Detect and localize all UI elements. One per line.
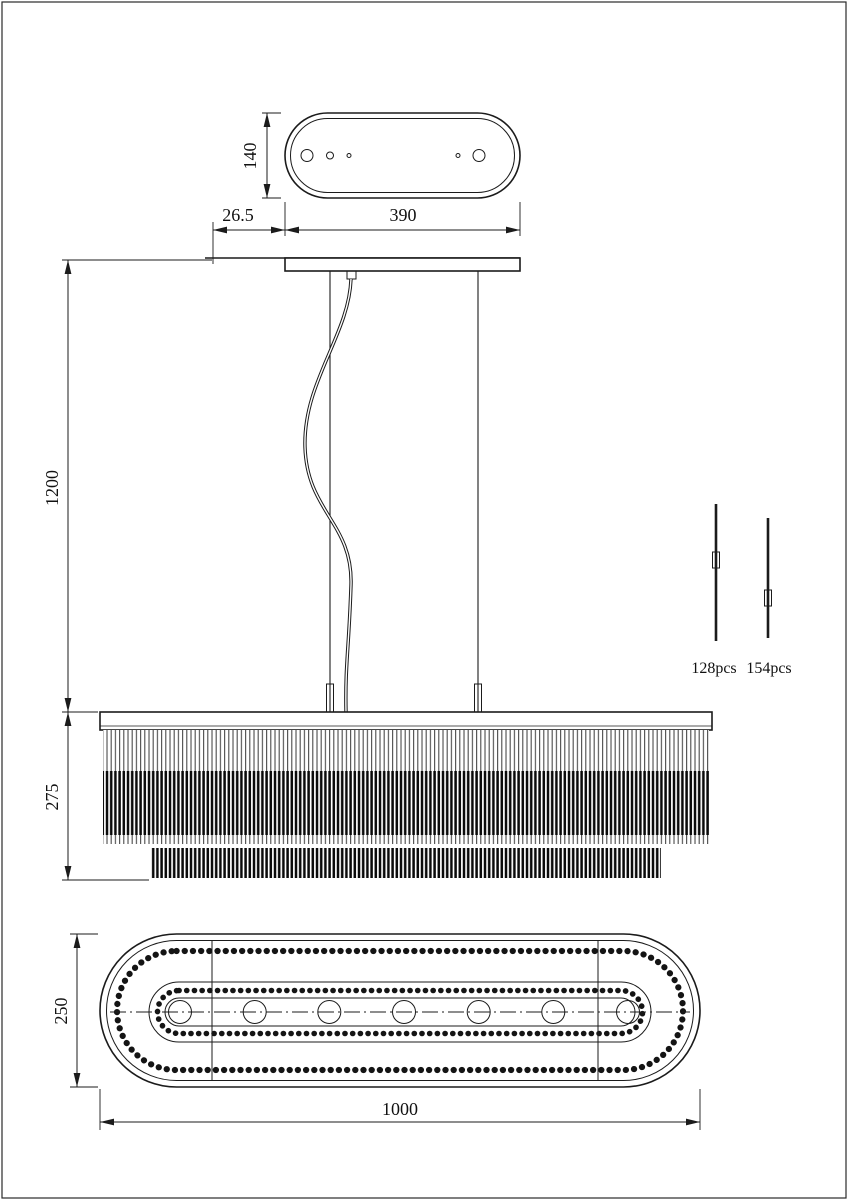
bead-ring-outer	[113, 947, 687, 1074]
power-cord-highlight	[304, 278, 352, 713]
canopy-inner-outline	[290, 118, 515, 193]
mounting-hole	[300, 149, 314, 162]
lamp-socket	[541, 1000, 566, 1024]
power-cord	[303, 278, 353, 713]
lamp-socket	[317, 1000, 342, 1024]
lamp-socket	[242, 1000, 267, 1024]
side-elevation: 1200 275	[42, 257, 713, 881]
body-top-plate	[99, 711, 713, 731]
dim-body-length: 1000	[382, 1099, 418, 1119]
crystal-rod-details: 128pcs 154pcs	[691, 504, 792, 677]
dim-body-height: 275	[42, 784, 62, 811]
lamp-socket	[392, 1000, 416, 1024]
canopy-side-view	[284, 257, 521, 272]
cord-grip	[346, 270, 357, 280]
label-short-rod-count: 128pcs	[691, 660, 736, 677]
lamp-socket	[466, 1000, 491, 1024]
rod-clip	[764, 589, 772, 607]
crystal-fringe-tier2	[151, 848, 661, 878]
rod-clip	[712, 551, 720, 569]
lamp-socket	[616, 1000, 640, 1024]
plan-inner-outline	[106, 940, 694, 1081]
dim-ceiling-offset: 26.5	[222, 205, 254, 225]
dim-canopy-height: 140	[240, 143, 260, 170]
label-long-rod-count: 154pcs	[746, 660, 791, 677]
dim-canopy-width: 390	[390, 205, 417, 225]
canopy-top-view: 140 26.5 390	[212, 112, 521, 264]
mounting-hole	[346, 153, 352, 158]
plan-outer-outline	[99, 933, 701, 1088]
bottom-plan-view: 250 1000	[51, 933, 701, 1130]
dim-suspension-drop: 1200	[42, 470, 62, 506]
dim-body-depth: 250	[51, 998, 71, 1025]
crystal-fringe-dark-band	[103, 771, 709, 835]
mounting-hole	[472, 149, 486, 162]
lamp-socket	[168, 1000, 192, 1024]
mounting-hole	[455, 153, 461, 158]
canopy-outer-outline	[284, 112, 521, 199]
mounting-hole	[326, 151, 334, 160]
